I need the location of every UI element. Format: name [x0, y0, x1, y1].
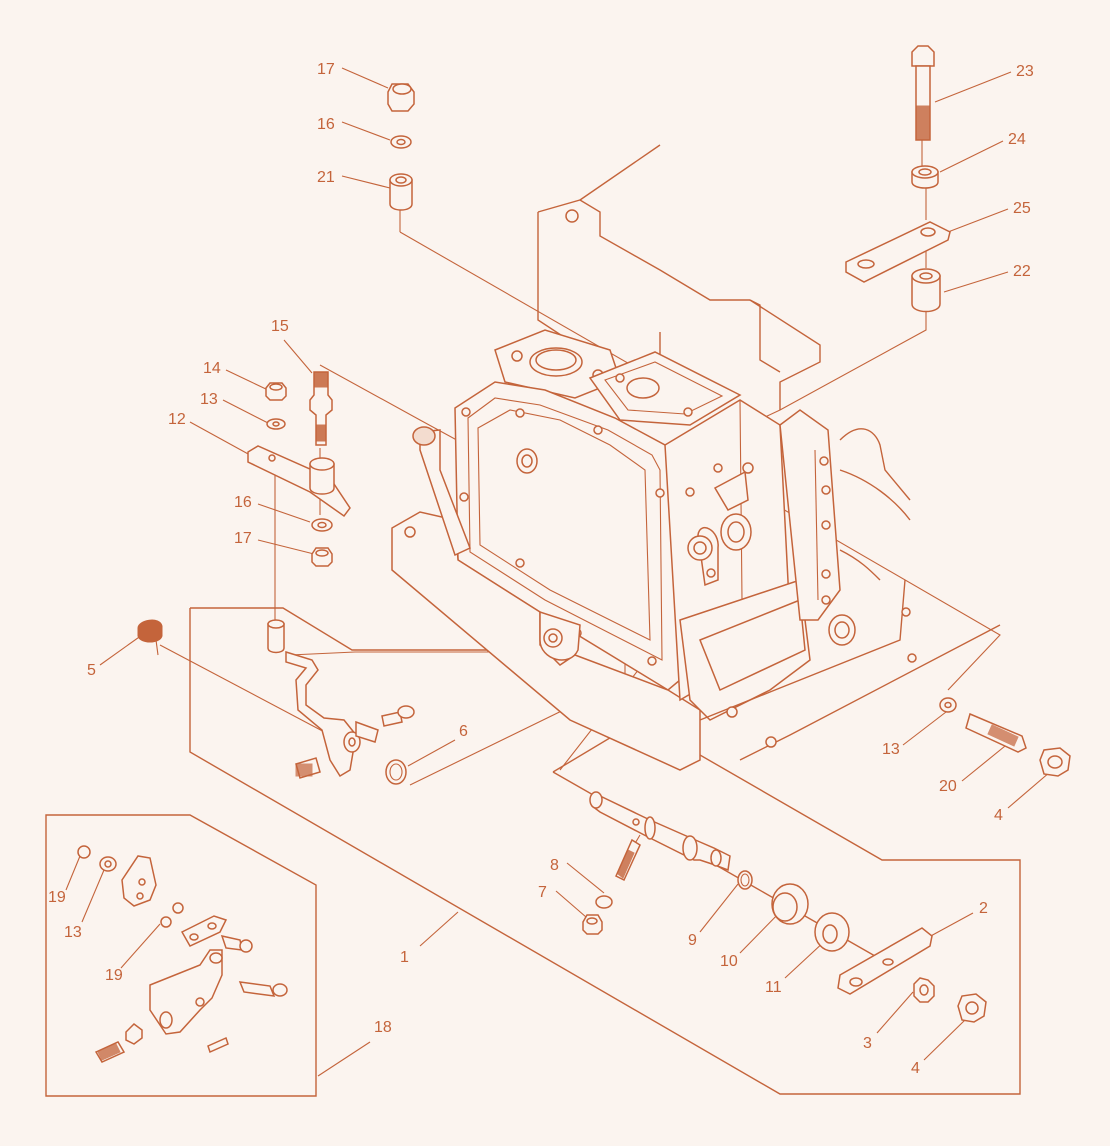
bolt-stack-top-right	[845, 45, 951, 313]
callout-15: 15	[271, 318, 289, 335]
stud-15	[309, 371, 333, 446]
shaft	[591, 792, 731, 872]
callout-7: 7	[538, 884, 547, 901]
callout-16-top: 16	[317, 116, 335, 133]
callout-13-right: 13	[882, 741, 900, 758]
lever-plate-12	[247, 445, 351, 518]
bolt-23	[911, 45, 935, 67]
cap-5	[137, 619, 163, 643]
callout-24: 24	[1008, 131, 1026, 148]
callout-18: 18	[374, 1019, 392, 1036]
callout-19-lower: 19	[105, 967, 123, 984]
callout-11: 11	[765, 979, 782, 996]
shift-arm-assembly	[137, 619, 415, 779]
inset-box-18	[45, 814, 317, 1097]
transmission-housing	[391, 144, 1001, 771]
washer-8	[595, 895, 613, 909]
bolt-stack-top-left	[387, 83, 415, 211]
spacer-22	[911, 275, 941, 313]
circlip-6	[385, 759, 407, 785]
lever-stack-left	[247, 371, 351, 567]
callout-17-mid: 17	[234, 530, 252, 547]
callout-19-upper: 19	[48, 889, 66, 906]
callout-6: 6	[459, 723, 468, 740]
inset-parts	[77, 845, 288, 1063]
callout-16-mid: 16	[234, 494, 252, 511]
callout-21: 21	[317, 169, 335, 186]
oring-9	[737, 870, 753, 890]
callout-25: 25	[1013, 200, 1031, 217]
callout-5: 5	[87, 662, 96, 679]
callout-17-top: 17	[317, 61, 335, 78]
callout-23: 23	[1016, 63, 1034, 80]
callout-13-inset: 13	[64, 924, 82, 941]
callout-14: 14	[203, 360, 221, 377]
callout-1: 1	[400, 949, 409, 966]
callout-4-bottom: 4	[911, 1060, 920, 1077]
callout-9: 9	[688, 932, 697, 949]
clip-19-upper	[77, 845, 91, 859]
pin-stack-right	[939, 697, 1071, 777]
callout-20: 20	[939, 778, 957, 795]
shift-arm	[285, 650, 357, 778]
callout-2: 2	[979, 900, 988, 917]
callout-10: 10	[720, 953, 738, 970]
callout-labels: 17 16 21 23 24 25 22 15 14 13 12 16 17 5…	[48, 61, 1034, 1077]
callout-4-right: 4	[994, 807, 1003, 824]
callout-22: 22	[1013, 263, 1031, 280]
callout-3: 3	[863, 1035, 872, 1052]
callout-12: 12	[168, 411, 186, 428]
callout-8: 8	[550, 857, 559, 874]
spacer-21	[389, 179, 413, 211]
shaft-assembly	[582, 791, 987, 1023]
callout-13-upper: 13	[200, 391, 218, 408]
